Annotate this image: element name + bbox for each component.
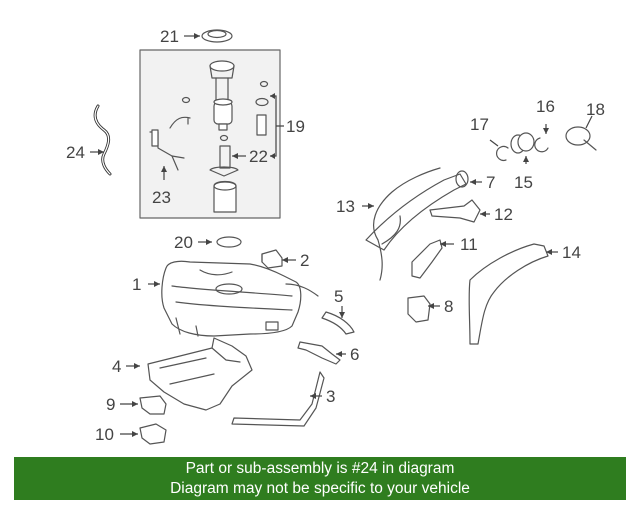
callout-14: 14 (562, 243, 581, 262)
part-21-ring (201, 29, 233, 43)
part-1-fuel-tank (161, 260, 319, 337)
part-11-bracket (411, 239, 443, 279)
callout-20: 20 (174, 233, 193, 252)
part-8-bracket (407, 295, 431, 323)
callout-10: 10 (95, 425, 114, 444)
part-7-filler-neck (365, 170, 469, 251)
part-12-bracket (429, 199, 481, 223)
banner-line-1: Part or sub-assembly is #24 in diagram (185, 460, 455, 477)
arrowhead-21 (194, 33, 200, 39)
part-5-hose (321, 311, 355, 335)
callout-6: 6 (350, 345, 359, 364)
arrowhead-6 (336, 351, 342, 357)
arrowhead-24 (98, 149, 104, 155)
callout-11: 11 (460, 235, 478, 254)
banner-line-2: Diagram may not be specific to your vehi… (170, 480, 470, 497)
callout-7: 7 (486, 173, 495, 192)
callout-9: 9 (106, 395, 115, 414)
arrowhead-7 (470, 179, 476, 185)
callout-24: 24 (66, 143, 85, 162)
arrowhead-8 (428, 303, 434, 309)
part-18-cap (565, 126, 597, 151)
arrowhead-1 (154, 281, 160, 287)
arrowhead-11 (440, 241, 446, 247)
callout-21: 21 (160, 27, 179, 46)
arrowhead-15 (523, 156, 529, 162)
part-24-wire-harness-inner (94, 105, 111, 175)
callout-3: 3 (326, 387, 335, 406)
callout-22: 22 (249, 147, 268, 166)
leader-17 (489, 139, 499, 147)
part-24-wire-harness (93, 104, 112, 176)
part-10-bracket (139, 423, 167, 445)
callout-13: 13 (336, 197, 355, 216)
callout-12: 12 (494, 205, 513, 224)
callout-5: 5 (334, 287, 343, 306)
arrowhead-9 (132, 401, 138, 407)
fuel-pump-assembly (149, 60, 269, 213)
callout-2: 2 (300, 251, 309, 270)
part-4-protector (147, 337, 253, 411)
arrowhead-14 (546, 249, 552, 255)
part-2-bracket (261, 249, 283, 269)
callout-1: 1 (132, 275, 141, 294)
callout-15: 15 (514, 173, 533, 192)
info-banner: Part or sub-assembly is #24 in diagram D… (14, 457, 626, 500)
callout-18: 18 (586, 100, 605, 119)
part-15-cap-body (510, 132, 535, 154)
callout-8: 8 (444, 297, 453, 316)
arrowhead-22 (232, 153, 238, 159)
parts-diagram: 21 19 24 22 23 20 2 1 5 6 4 3 9 10 13 7 … (66, 27, 605, 445)
part-3-strap (231, 371, 325, 427)
part-6-hose (297, 341, 341, 365)
callout-23: 23 (152, 188, 171, 207)
part-20-gasket (216, 236, 242, 248)
part-16-ring (534, 137, 549, 153)
arrowhead-4 (134, 363, 140, 369)
part-14-shield (468, 243, 549, 345)
leader-18 (585, 115, 593, 129)
arrowhead-23 (161, 166, 167, 172)
callout-16: 16 (536, 97, 555, 116)
arrowhead-3 (310, 393, 316, 399)
part-9-bracket (139, 395, 167, 415)
arrowhead-20 (206, 239, 212, 245)
part-13-tube (373, 167, 441, 281)
callout-19: 19 (286, 117, 305, 136)
arrowhead-5 (339, 312, 345, 318)
arrowhead-12 (480, 211, 486, 217)
callout-4: 4 (112, 357, 121, 376)
part-17-clip (496, 145, 509, 162)
arrowhead-16 (543, 128, 549, 134)
arrowhead-10 (132, 431, 138, 437)
arrowhead-2 (282, 257, 288, 263)
callout-17: 17 (470, 115, 489, 134)
arrowhead-13 (368, 203, 374, 209)
